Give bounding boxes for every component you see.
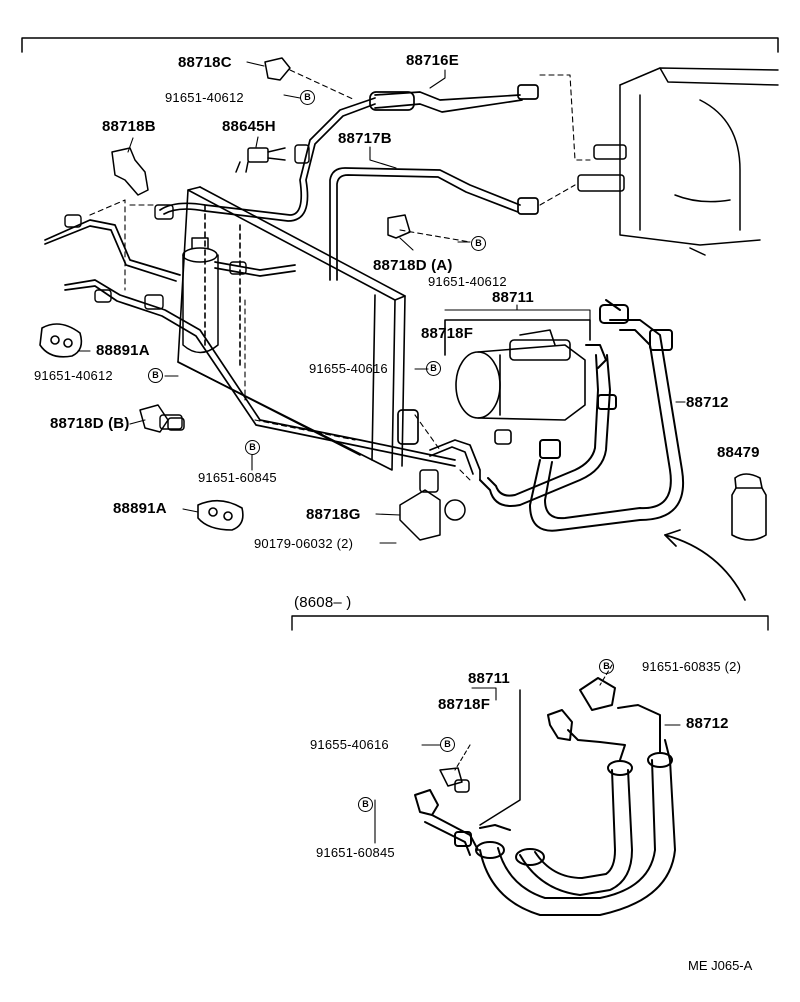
left-pipes (44, 97, 456, 467)
tube-88717B (329, 167, 539, 281)
hoses-88712 (479, 299, 685, 532)
cushion-88891A-upper (39, 323, 83, 358)
label-88718B: 88718B (102, 118, 156, 135)
bolt-b-icon: B (471, 236, 486, 251)
bolt-b-icon: B (358, 797, 373, 812)
label-88718F: 88718F (421, 325, 474, 342)
label-88718D-A: 88718D (A) (373, 257, 453, 274)
label-88711-lower: 88711 (468, 670, 510, 687)
label-date-range: (8608– ) (294, 594, 352, 611)
bolt-b-icon: B (426, 361, 441, 376)
label-88891A-lower: 88891A (113, 500, 167, 517)
receiver-drier (182, 237, 219, 354)
figure-reference: ME J065-A (688, 958, 753, 973)
condenser (177, 186, 406, 471)
compressor-inlet-pipe (397, 409, 481, 481)
label-90179-06032: 90179-06032 (2) (254, 536, 354, 551)
leader-lines-lower (374, 664, 681, 844)
label-91651-40612-left: 91651-40612 (34, 368, 113, 383)
label-88718F-lower: 88718F (438, 696, 491, 713)
leader-lines-upper (89, 69, 591, 481)
hose-88716E (369, 84, 539, 113)
cap-88479 (731, 473, 767, 541)
evaporator-unit (577, 67, 779, 256)
clamp-88718D-B (139, 404, 185, 433)
fittings (64, 144, 310, 430)
upper-frame-bracket (21, 37, 779, 53)
label-88718D-B: 88718D (B) (50, 415, 130, 432)
label-91651-60845: 91651-60845 (198, 470, 277, 485)
label-88711: 88711 (492, 289, 534, 306)
label-91651-60845-lower: 91651-60845 (316, 845, 395, 860)
cushion-88891A-lower (197, 499, 244, 531)
label-88718C: 88718C (178, 54, 232, 71)
lower-hoses (414, 677, 676, 916)
label-91655-40616-lower: 91655-40616 (310, 737, 389, 752)
label-88479: 88479 (717, 444, 760, 461)
label-88717B: 88717B (338, 130, 392, 147)
lower-frame-bracket (291, 615, 769, 631)
label-88891A-upper: 88891A (96, 342, 150, 359)
bolt-b-icon: B (245, 440, 260, 455)
bolt-b-icon: B (148, 368, 163, 383)
label-88718G: 88718G (306, 506, 361, 523)
bolt-b-icon: B (440, 737, 455, 752)
label-91651-40612-top: 91651-40612 (165, 90, 244, 105)
pointer-arrow (664, 529, 746, 601)
bolt-b-icon: B (300, 90, 315, 105)
label-88645H: 88645H (222, 118, 276, 135)
label-88716E: 88716E (406, 52, 459, 69)
bracket-88718G (399, 469, 466, 541)
switch-88645H (235, 147, 286, 173)
bracket-88718B (111, 147, 149, 196)
label-88712-lower: 88712 (686, 715, 729, 732)
label-91651-40612-mid: 91651-40612 (428, 274, 507, 289)
label-91651-60835: 91651-60835 (2) (642, 659, 742, 674)
lower-clamp-88718F (439, 689, 521, 826)
label-leaders (77, 61, 686, 544)
label-91655-40616: 91655-40616 (309, 361, 388, 376)
bolt-b-icon: B (599, 659, 614, 674)
clamp-88718C (264, 57, 291, 81)
label-88712: 88712 (686, 394, 729, 411)
clamp-88718D-A (387, 214, 411, 239)
